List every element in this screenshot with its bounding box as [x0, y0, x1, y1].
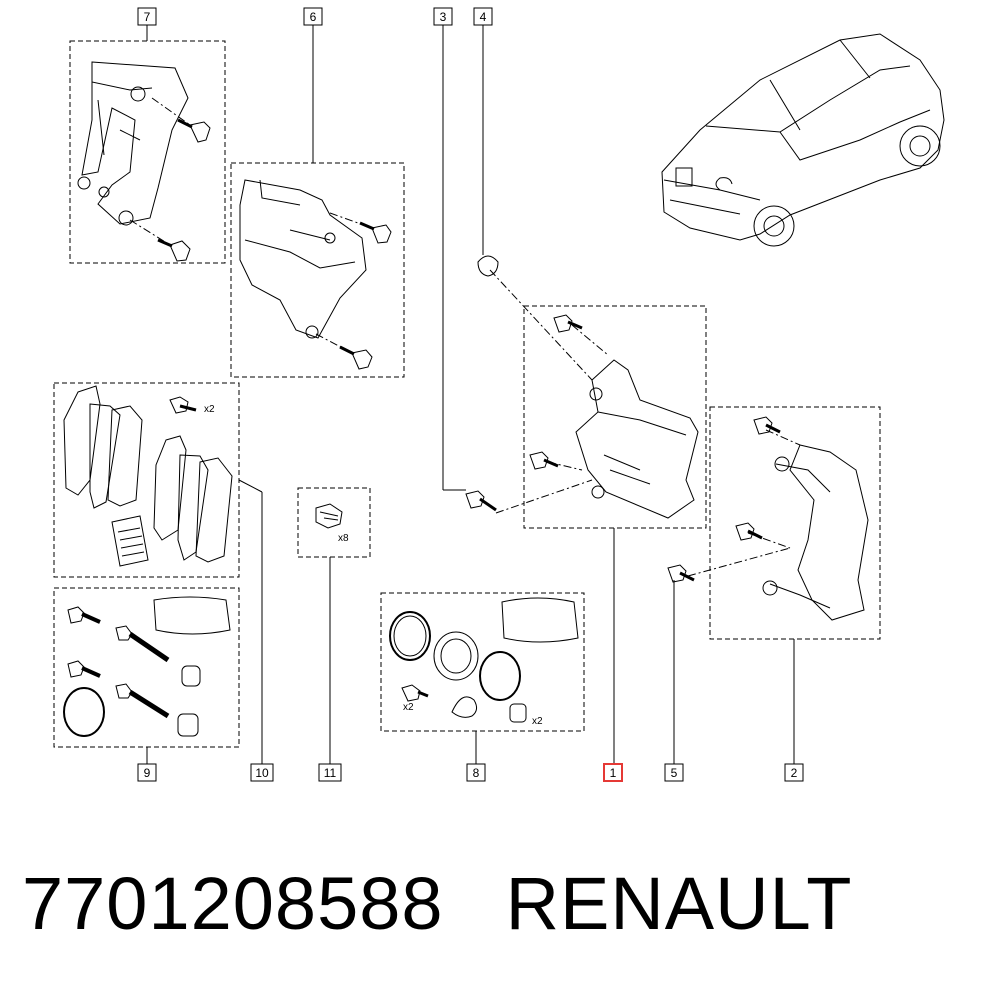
group-box-9 — [53, 587, 240, 748]
group-box-7 — [69, 40, 226, 264]
bolt-quantity-label: x2 — [403, 702, 414, 713]
callout-6: 6 — [310, 10, 317, 24]
callout-8: 8 — [473, 766, 480, 780]
callout-3: 3 — [440, 10, 447, 24]
assembled-caliper-drawing — [465, 255, 699, 519]
callout-box-11 — [318, 763, 342, 782]
callout-10: 10 — [255, 766, 269, 780]
callout-boxes — [137, 7, 804, 782]
callout-7: 7 — [144, 10, 151, 24]
part-caption: 7701208588 RENAULT — [22, 858, 982, 948]
callout-1: 1 — [610, 766, 617, 780]
leader-lines — [146, 25, 795, 764]
callout-box-3 — [433, 7, 453, 26]
callout-2: 2 — [791, 766, 798, 780]
clip-drawing — [315, 503, 343, 529]
brake-pads-drawing — [63, 385, 233, 567]
brand-name: RENAULT — [505, 861, 853, 945]
bushing-quantity-label: x2 — [532, 716, 543, 727]
part-number: 7701208588 — [22, 861, 444, 945]
callout-box-9 — [137, 763, 157, 782]
caliper-body-drawing — [239, 179, 392, 370]
callout-box-8 — [466, 763, 486, 782]
exploded-parts-diagram: 7 6 3 4 9 10 11 8 1 5 2 x2 x8 x2 x2 — [53, 7, 945, 782]
guide-pins-drawing — [63, 596, 231, 737]
bracket-drawing — [667, 416, 869, 621]
clips-quantity-label: x8 — [338, 533, 349, 544]
group-box-8 — [380, 592, 585, 732]
callout-4: 4 — [480, 10, 487, 24]
callout-box-6 — [303, 7, 323, 26]
caliper-bracket-drawing — [77, 61, 211, 262]
group-box-6 — [230, 162, 405, 378]
seal-kit-drawing — [389, 597, 579, 723]
callout-box-2 — [784, 763, 804, 782]
callout-box-10 — [250, 763, 274, 782]
car-illustration — [661, 33, 945, 247]
group-box-1 — [523, 305, 707, 529]
callout-11: 11 — [324, 766, 337, 780]
group-box-2 — [709, 406, 881, 640]
pads-quantity-label: x2 — [204, 404, 215, 415]
callout-9: 9 — [144, 766, 151, 780]
callout-box-5 — [664, 763, 684, 782]
group-box-11 — [297, 487, 371, 558]
callout-box-4 — [473, 7, 493, 26]
callout-box-7 — [137, 7, 157, 26]
callout-5: 5 — [671, 766, 678, 780]
callout-box-1 — [603, 763, 623, 782]
